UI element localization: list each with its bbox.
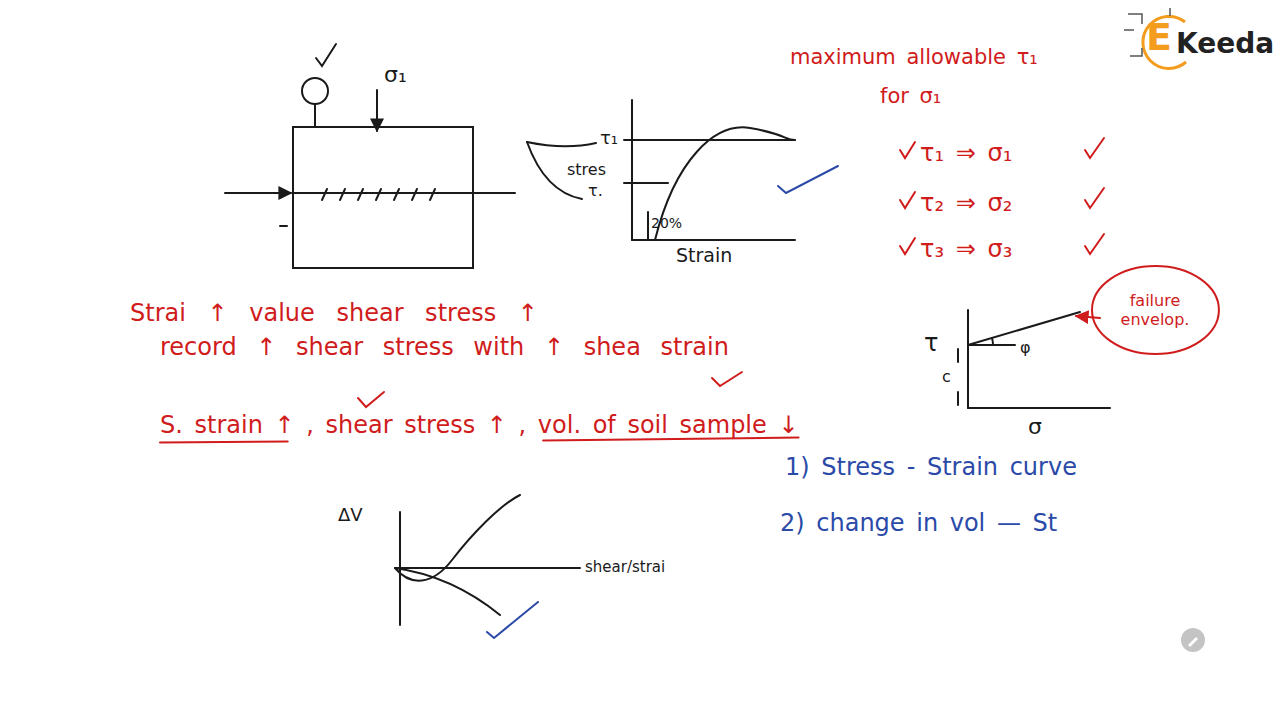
dilation-curve	[395, 495, 520, 581]
check-mark	[778, 166, 838, 193]
shear-box	[225, 44, 515, 268]
check-mark	[316, 44, 336, 66]
axis	[631, 100, 633, 240]
check-mark	[1085, 234, 1104, 254]
stress-level-line	[624, 182, 668, 184]
axis-label: σ	[1028, 414, 1042, 439]
note: Strai ↑ value shear stress ↑	[130, 300, 538, 328]
note: record ↑ shear stress with ↑ shea strain	[160, 334, 729, 362]
axis-label: Strain	[676, 245, 732, 267]
cohesion-symbol: c	[942, 368, 951, 386]
normal-load-arrow	[376, 90, 378, 131]
note: 1) Stress - Strain curve	[785, 454, 1077, 482]
check-mark	[900, 142, 915, 158]
angle-arc	[992, 338, 993, 345]
note: for σ₁	[880, 84, 941, 108]
brace-curve	[527, 142, 596, 146]
axis-label: ΔV	[338, 505, 363, 526]
stress-pair: τ₁ ⇒ σ₁	[920, 140, 1012, 168]
check-mark	[900, 238, 915, 254]
axis-label: τ₁	[600, 128, 618, 149]
note: 2) change in vol — St	[780, 510, 1057, 538]
check-mark	[712, 372, 742, 386]
callout-ellipse	[1092, 266, 1219, 354]
axis-label: τ	[924, 330, 938, 358]
volume-change-graph	[395, 495, 580, 625]
cohesion-bracket	[957, 349, 959, 362]
cohesion-bracket	[957, 392, 959, 405]
logo-text: Keeda	[1176, 28, 1274, 60]
callout-text: failure envelop.	[1114, 291, 1196, 329]
axis-label: stres	[567, 161, 606, 179]
stress-pair: τ₃ ⇒ σ₃	[920, 236, 1012, 264]
check-mark	[1085, 188, 1104, 208]
axis	[632, 239, 795, 241]
mohr-coulomb-graph	[958, 310, 1110, 408]
shear-hatch	[322, 189, 435, 200]
stress-symbol: σ₁	[384, 62, 407, 87]
check-mark	[358, 392, 384, 407]
axis	[968, 407, 1110, 409]
dash-mark	[280, 225, 287, 227]
callout-circle: failure envelop.	[1090, 264, 1221, 356]
gauge-stem	[314, 104, 316, 127]
edit-button	[1181, 628, 1205, 652]
underline	[160, 442, 288, 443]
axis	[967, 310, 969, 408]
strain-value: 20%	[651, 215, 682, 231]
leader-arrow	[1076, 316, 1100, 318]
axis-label: τ.	[588, 182, 603, 200]
check-mark	[900, 192, 915, 208]
note: S. strain ↑ , shear stress ↑ , vol. of s…	[160, 412, 799, 440]
note: maximum allowable τ₁	[790, 45, 1038, 69]
reference-line	[968, 344, 1015, 346]
logo-letter: E	[1146, 16, 1172, 60]
check-mark	[1085, 138, 1104, 158]
axis-label: shear/strai	[585, 559, 665, 576]
strain-mark	[647, 212, 649, 240]
angle-symbol: φ	[1020, 339, 1031, 357]
compression-curve	[395, 568, 500, 615]
dial-gauge	[302, 78, 328, 104]
stress-strain-graph	[527, 100, 795, 240]
stress-pair: τ₂ ⇒ σ₂	[920, 190, 1012, 218]
pencil-icon	[1188, 637, 1198, 647]
check-marks	[358, 138, 1104, 407]
shear-box-outline	[293, 127, 473, 268]
shear-force-arrow	[225, 192, 291, 194]
check-mark	[487, 602, 538, 638]
axis	[395, 567, 580, 569]
